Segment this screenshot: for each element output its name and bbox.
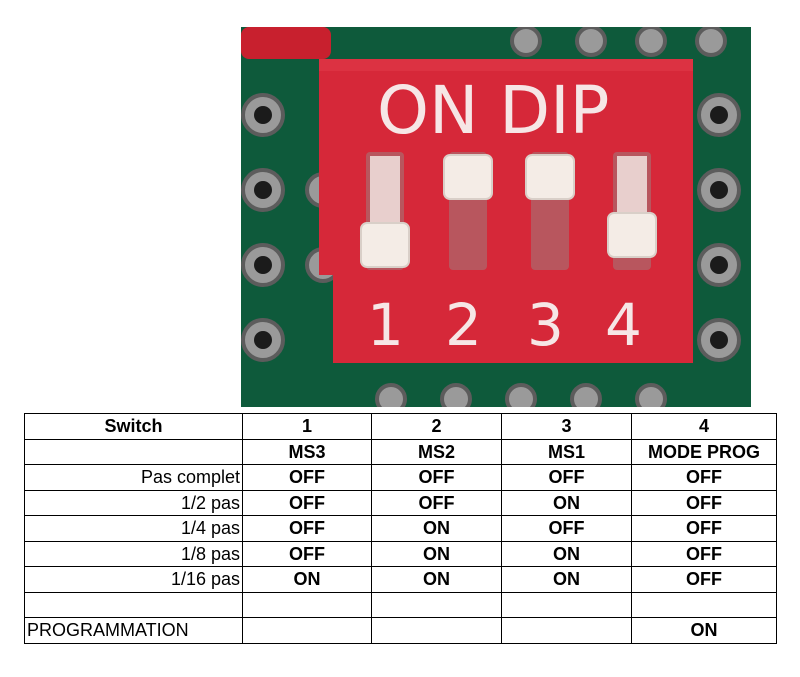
row-value: OFF	[631, 515, 777, 542]
switch-numbers: 1 2 3 4	[367, 291, 642, 359]
row-value: OFF	[501, 515, 632, 542]
row-value: OFF	[371, 489, 502, 516]
header-col-4: 4	[631, 413, 777, 440]
header-col-3: 3	[501, 413, 632, 440]
row-label: 1/2 pas	[24, 489, 243, 516]
switch-on-label: ON DIP	[377, 72, 609, 149]
header-col-2: 2	[371, 413, 502, 440]
row-label: Pas complet	[24, 464, 243, 491]
row-value: OFF	[631, 566, 777, 593]
row-value: ON	[501, 566, 632, 593]
row-label: 1/8 pas	[24, 540, 243, 567]
table-row: 1/8 pas OFF ON ON OFF	[24, 540, 777, 567]
row-value: OFF	[631, 540, 777, 567]
row-label: PROGRAMMATION	[24, 617, 243, 644]
row-value: OFF	[242, 464, 372, 491]
switch-sliders	[360, 154, 657, 268]
row-value	[371, 617, 502, 644]
names-row: MS3 MS2 MS1 MODE PROG	[24, 438, 777, 465]
name-mode-prog: MODE PROG	[631, 438, 777, 465]
row-value: OFF	[242, 540, 372, 567]
row-value	[501, 591, 632, 618]
row-label	[24, 591, 243, 618]
row-value	[371, 591, 502, 618]
dip-switch-photo: ON DIP 1 2 3 4	[241, 27, 751, 407]
table-row: PROGRAMMATION ON	[24, 617, 777, 644]
name-ms1: MS1	[501, 438, 632, 465]
name-ms2: MS2	[371, 438, 502, 465]
table-row: 1/16 pas ON ON ON OFF	[24, 566, 777, 593]
row-value	[242, 617, 372, 644]
row-value	[631, 591, 777, 618]
switch-number-3: 3	[527, 291, 564, 359]
header-col-1: 1	[242, 413, 372, 440]
row-value: ON	[242, 566, 372, 593]
row-value: OFF	[242, 515, 372, 542]
row-value: OFF	[631, 464, 777, 491]
table-row: 1/4 pas OFF ON OFF OFF	[24, 515, 777, 542]
row-value: OFF	[631, 489, 777, 516]
row-value: ON	[631, 617, 777, 644]
switch-number-1: 1	[367, 291, 404, 359]
header-switch-label: Switch	[24, 413, 243, 440]
table-row: 1/2 pas OFF OFF ON OFF	[24, 489, 777, 516]
row-value	[501, 617, 632, 644]
row-value	[242, 591, 372, 618]
switch-number-2: 2	[445, 291, 482, 359]
row-value: ON	[371, 566, 502, 593]
header-row: Switch 1 2 3 4	[24, 413, 777, 440]
red-component	[241, 27, 331, 59]
row-value: ON	[501, 540, 632, 567]
microstep-settings-table: Switch 1 2 3 4 MS3 MS2 MS1 MODE PROG Pas…	[24, 413, 777, 644]
row-label: 1/16 pas	[24, 566, 243, 593]
names-row-empty	[24, 438, 243, 465]
row-label: 1/4 pas	[24, 515, 243, 542]
switch-number-4: 4	[605, 291, 642, 359]
table-row: Pas complet OFF OFF OFF OFF	[24, 464, 777, 491]
row-value: ON	[501, 489, 632, 516]
name-ms3: MS3	[242, 438, 372, 465]
row-value: OFF	[501, 464, 632, 491]
table-row	[24, 591, 777, 618]
row-value: OFF	[371, 464, 502, 491]
row-value: OFF	[242, 489, 372, 516]
row-value: ON	[371, 540, 502, 567]
row-value: ON	[371, 515, 502, 542]
pcb-holes	[241, 27, 741, 407]
dip-switch-illustration: ON DIP 1 2 3 4	[241, 27, 751, 407]
dip-switch-body	[319, 59, 693, 363]
